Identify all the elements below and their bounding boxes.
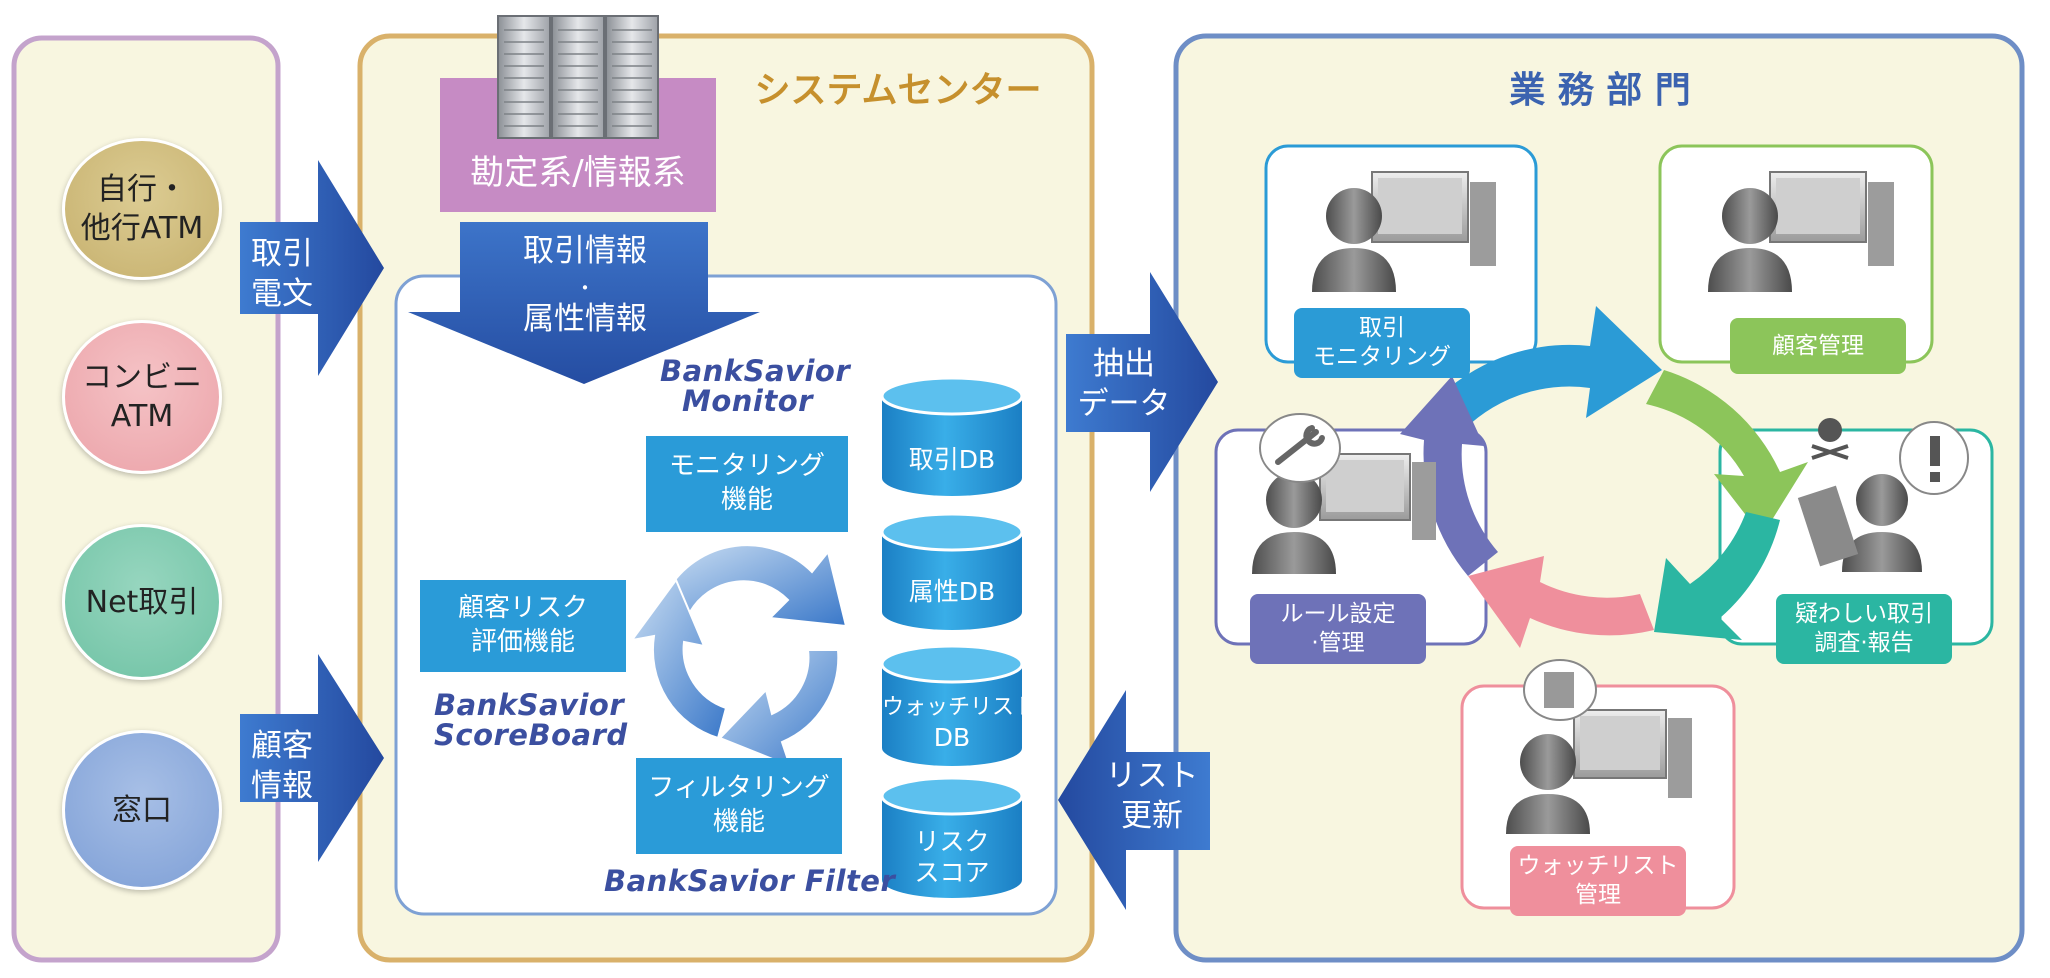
risk-eval-function-box: 顧客リスク評価機能	[420, 580, 626, 672]
transaction-message-label: 取引電文	[251, 236, 313, 313]
channel-counter: 窓口	[62, 730, 222, 890]
role-rule-settings: ルール設定 ·管理	[1250, 594, 1426, 664]
server-rack-icon	[497, 15, 659, 139]
channel-cvs-line1: コンビニ	[82, 360, 202, 395]
transaction-db-cylinder	[880, 376, 1024, 496]
channel-atm-line2: 他行ATM	[80, 211, 204, 246]
watchlist-db-cylinder	[880, 644, 1024, 766]
role-customer-management: 顧客管理	[1730, 318, 1906, 374]
list-update-label: リスト更新	[1105, 758, 1199, 835]
customer-info-arrow	[240, 654, 384, 862]
alert-bubble-icon	[1899, 421, 1969, 495]
wrench-bubble-icon	[1259, 413, 1341, 483]
channel-net-label: Net取引	[85, 584, 199, 620]
operator-icon-5	[1506, 709, 1692, 834]
transaction-message-arrow	[240, 160, 384, 376]
watchlist-db-label: ウォッチリスト DB	[882, 695, 1037, 752]
extract-data-arrow	[1066, 272, 1218, 492]
list-update-arrow	[1058, 690, 1210, 910]
monitoring-function-box: モニタリング機能	[646, 436, 848, 532]
role-watchlist-management: ウォッチリスト 管理	[1510, 846, 1686, 916]
transaction-db-label: 取引DB	[908, 445, 996, 474]
operator-icon-2	[1708, 171, 1894, 292]
business-cycle-arrows	[1400, 306, 1808, 648]
operator-icon-4	[1797, 474, 1922, 572]
role-transaction-monitoring: 取引 モニタリング	[1294, 308, 1470, 378]
brand-filter: BankSavior Filter	[604, 864, 896, 898]
info-down-arrow	[408, 222, 760, 384]
info-arrow-label: 取引情報 ・ 属性情報	[523, 233, 647, 338]
customer-info-label: 顧客情報	[251, 728, 313, 805]
document-bubble-icon	[1523, 659, 1597, 721]
system-center-title: システムセンター	[754, 70, 1042, 111]
channel-atm-line1: 自行・	[97, 172, 187, 207]
attribute-db-cylinder	[880, 512, 1024, 630]
attribute-db-label: 属性DB	[908, 577, 996, 606]
role-suspicious-report: 疑わしい取引 調査·報告	[1776, 594, 1952, 664]
filtering-function-box: フィルタリング機能	[636, 758, 842, 854]
business-title: 業 務 部 門	[1509, 70, 1691, 111]
channel-atm-own-other: 自行・他行ATM	[62, 138, 222, 280]
channel-panel	[11, 35, 281, 963]
risk-score-cylinder	[880, 776, 1024, 898]
extract-data-label: 抽出データ	[1077, 346, 1171, 423]
risk-score-label: リスク スコア	[914, 827, 990, 888]
channel-convenience-atm: コンビニ ATM	[62, 320, 222, 474]
operator-icon-1	[1312, 171, 1496, 292]
channel-net: Net取引	[62, 524, 222, 680]
brand-monitor: BankSavior Monitor	[660, 354, 851, 419]
channel-cvs-line2: ATM	[110, 399, 174, 434]
skull-icon	[1811, 418, 1849, 460]
channel-counter-label: 窓口	[112, 792, 172, 828]
core-system-label: 勘定系/情報系	[470, 153, 686, 193]
brand-scoreboard: BankSavior ScoreBoard	[434, 688, 628, 753]
